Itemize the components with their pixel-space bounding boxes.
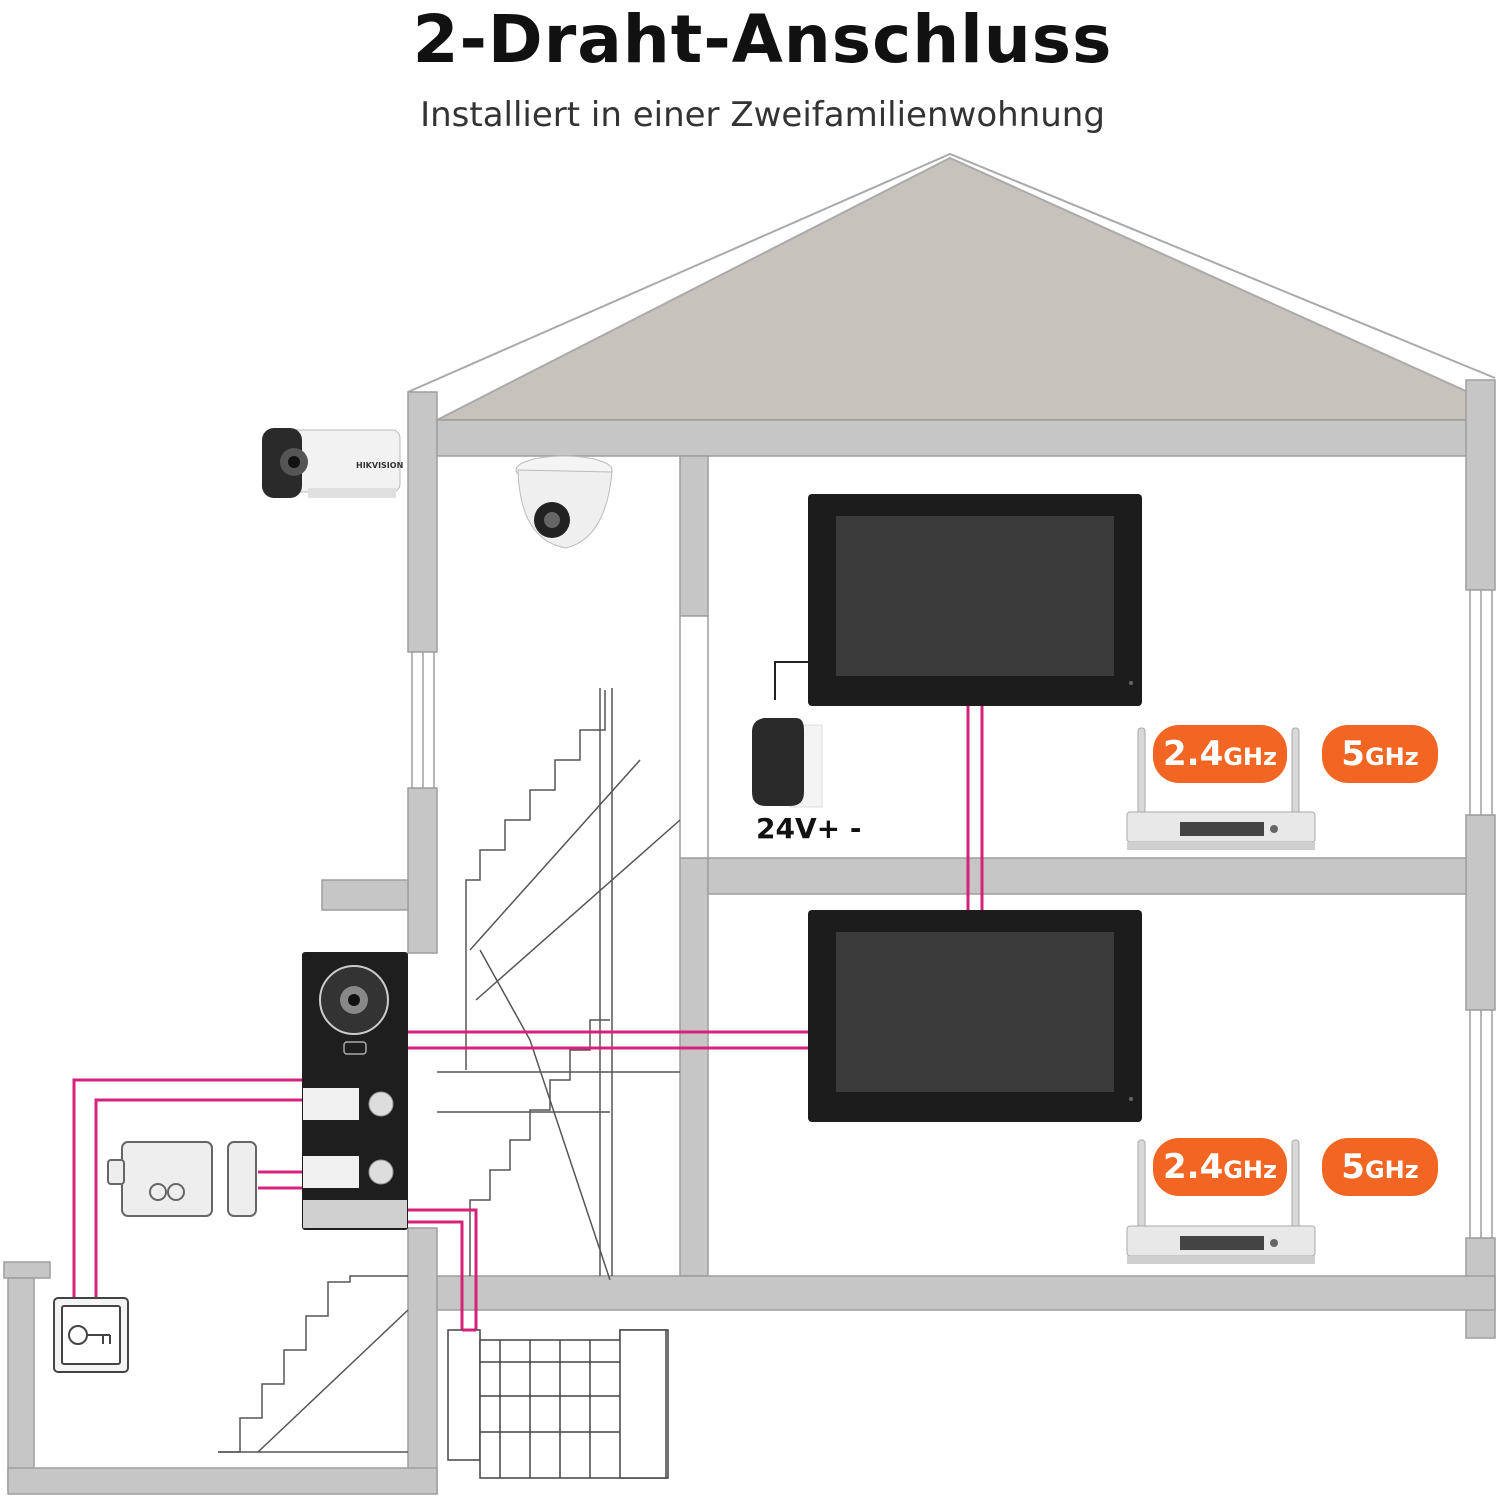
svg-text:2.4GHz: 2.4GHz (1163, 1147, 1277, 1187)
house-walls (3, 379, 1496, 1495)
badge-2-4ghz-upper: 2.4GHz (1153, 725, 1287, 783)
band-number: 2.4 (1163, 734, 1223, 774)
roof-outline (407, 152, 1496, 393)
router-icon (1126, 727, 1316, 850)
key-switch-icon (53, 1297, 129, 1373)
upper-staircase (437, 688, 681, 1281)
svg-text:2.4GHz: 2.4GHz (1163, 734, 1277, 774)
monitor-icon (808, 494, 1142, 706)
roof (436, 156, 1469, 421)
page-title: 2-Draht-Anschluss (412, 1, 1113, 78)
band-unit: GHz (1223, 1156, 1277, 1184)
power-adapter-icon (752, 718, 823, 808)
power-label: 24V+ - (756, 812, 861, 845)
band-unit: GHz (1365, 743, 1419, 771)
gate-icon (447, 1329, 669, 1479)
bullet-camera-icon: HIKVISION (262, 428, 403, 498)
dome-camera-icon (515, 455, 613, 549)
badge-2-4ghz-lower: 2.4GHz (1153, 1138, 1287, 1196)
badge-5ghz-lower: 5GHz (1322, 1138, 1438, 1196)
svg-text:5GHz: 5GHz (1341, 734, 1418, 774)
page-subtitle: Installiert in einer Zweifamilienwohnung (420, 95, 1105, 135)
band-unit: GHz (1223, 743, 1277, 771)
router-icon (1126, 1139, 1316, 1264)
badge-5ghz-upper: 5GHz (1322, 725, 1438, 783)
band-unit: GHz (1365, 1156, 1419, 1184)
power-cable (774, 661, 808, 700)
band-number: 2.4 (1163, 1147, 1223, 1187)
camera-brand: HIKVISION (356, 461, 403, 470)
door-station-icon (302, 952, 408, 1230)
electric-lock-icon (107, 1141, 257, 1217)
basement-staircase (218, 1275, 409, 1453)
band-number: 5 (1341, 1147, 1365, 1187)
wires (72, 705, 984, 1330)
band-number: 5 (1341, 734, 1365, 774)
monitor-icon (808, 910, 1142, 1122)
svg-text:5GHz: 5GHz (1341, 1147, 1418, 1187)
windows (411, 589, 1493, 1239)
